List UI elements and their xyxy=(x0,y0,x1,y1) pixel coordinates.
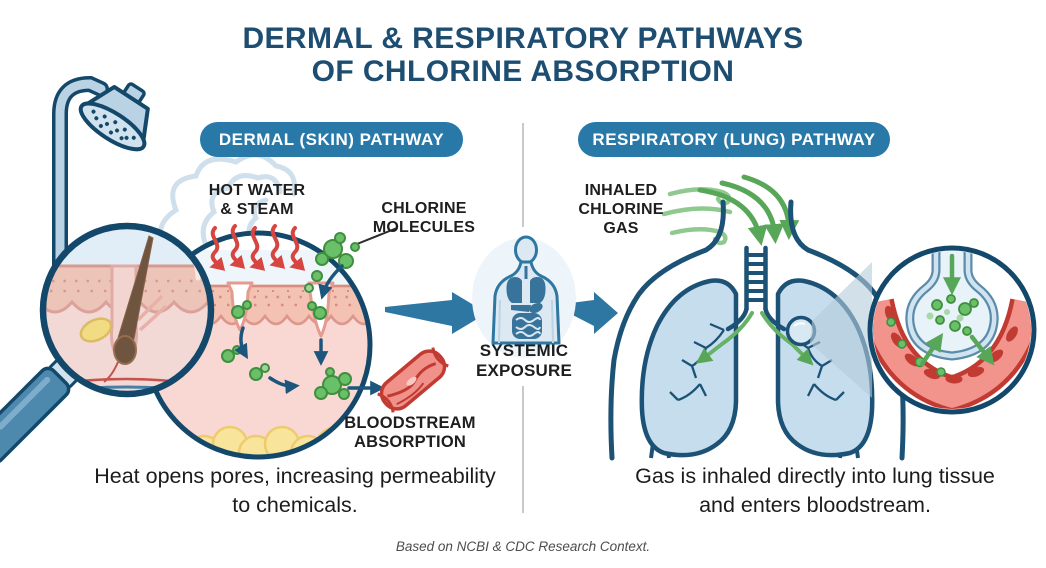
section-divider-top xyxy=(522,123,524,227)
heat-arrows-icon xyxy=(209,224,306,271)
chlorine-molecules-label: CHLORINE MOLECULES xyxy=(372,200,476,236)
alveolus-capillary-icon xyxy=(867,245,1037,415)
inhaled-chlorine-gas-label: INHALED CHLORINE GAS xyxy=(578,182,664,237)
absorption-arrows xyxy=(234,264,385,396)
respiratory-pathway-badge: RESPIRATORY (LUNG) PATHWAY xyxy=(578,122,890,157)
dermal-caption: Heat opens pores, increasing permeabilit… xyxy=(94,464,496,517)
chlorine-pointer-line xyxy=(351,227,398,247)
section-divider-bottom xyxy=(522,386,524,513)
zoom-beam xyxy=(810,262,872,398)
hot-water-steam-label: HOT WATER & STEAM xyxy=(208,182,306,218)
human-figure-icon xyxy=(472,235,576,358)
blood-vessel-icon xyxy=(377,347,449,413)
systemic-arrow-left xyxy=(385,292,487,334)
shower-icon xyxy=(52,75,150,282)
page-title: DERMAL & RESPIRATORY PATHWAYS OF CHLORIN… xyxy=(0,22,1046,88)
page-title-line2: OF CHLORINE ABSORPTION xyxy=(311,55,735,88)
page-title-line1: DERMAL & RESPIRATORY PATHWAYS xyxy=(242,22,804,55)
chlorine-molecule-icons xyxy=(221,232,360,400)
follicle-detail xyxy=(46,229,208,391)
bloodstream-absorption-label: BLOODSTREAM ABSORPTION xyxy=(344,414,476,451)
footer-note: Based on NCBI & CDC Research Context. xyxy=(395,539,651,554)
wind-arrows-icon xyxy=(661,174,800,246)
magnifier-icon xyxy=(0,222,215,464)
dermal-pathway-badge: DERMAL (SKIN) PATHWAY xyxy=(200,122,463,157)
systemic-exposure-label: SYSTEMIC EXPOSURE xyxy=(475,341,573,380)
systemic-arrow-right xyxy=(563,292,618,334)
respiratory-caption: Gas is inhaled directly into lung tissue… xyxy=(635,464,995,517)
